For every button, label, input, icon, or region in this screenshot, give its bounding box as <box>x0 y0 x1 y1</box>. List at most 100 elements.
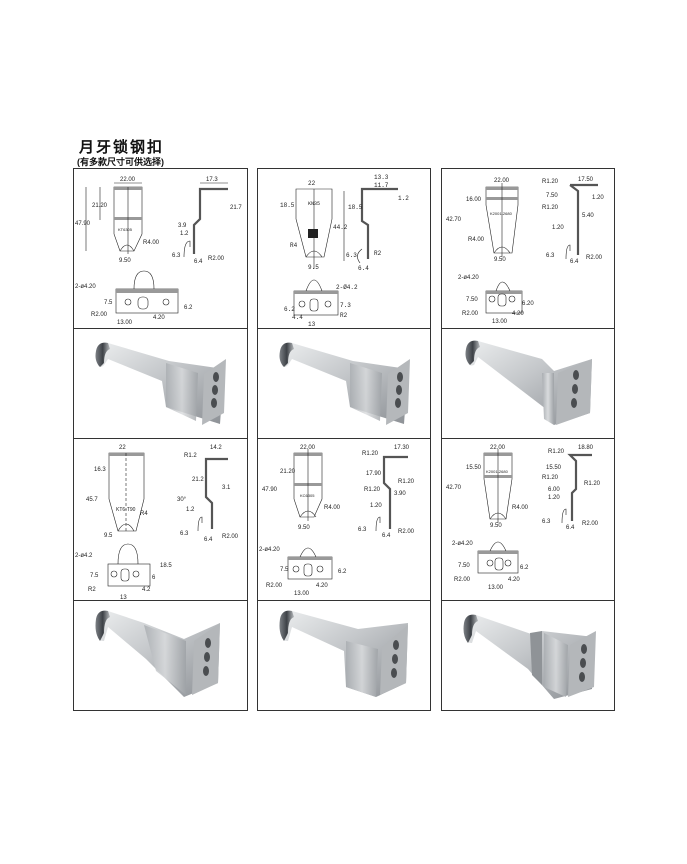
product-photo-3 <box>465 340 592 425</box>
svg-text:6.4: 6.4 <box>382 533 391 539</box>
svg-text:9.5: 9.5 <box>308 264 319 271</box>
svg-text:R4: R4 <box>290 242 298 249</box>
drawing-cell-6: 22.00 15.50 42.70 R4.00 9.50 K2001-2680 … <box>442 439 614 601</box>
svg-text:6.4: 6.4 <box>570 259 579 265</box>
svg-text:7.5: 7.5 <box>104 300 113 306</box>
svg-text:5.40: 5.40 <box>582 213 594 219</box>
svg-text:14.2: 14.2 <box>210 445 222 451</box>
svg-text:R1.20: R1.20 <box>362 451 379 457</box>
svg-text:21.7: 21.7 <box>230 205 242 211</box>
svg-text:47.90: 47.90 <box>262 487 278 493</box>
svg-text:16.3: 16.3 <box>94 467 106 473</box>
svg-text:R2.00: R2.00 <box>582 521 599 527</box>
svg-text:13.00: 13.00 <box>492 319 508 325</box>
svg-text:4.2: 4.2 <box>142 587 151 593</box>
svg-text:42.70: 42.70 <box>446 217 462 223</box>
photo-cell-6 <box>442 601 614 712</box>
svg-text:KC6305: KC6305 <box>300 493 315 498</box>
front-view: 22 16.3 45.7 R4 9.5 KT6-T90 <box>86 445 148 539</box>
drawing-cell-3: 22.00 16.00 42.70 R4.00 9.50 K2001-2680 … <box>442 169 614 329</box>
drawing-cell-4: 22 16.3 45.7 R4 9.5 KT6-T90 R1.2 14.2 21… <box>74 439 247 601</box>
photo-cell-5 <box>258 601 430 712</box>
svg-text:2-ø4.2: 2-ø4.2 <box>75 553 93 559</box>
page-subtitle: (有多款尺寸可供选择) <box>77 157 164 167</box>
hole-view: 2-Ø4.2 7.3 6.2 R2 4.4 13 <box>284 279 358 328</box>
svg-text:2-ø4.20: 2-ø4.20 <box>259 547 280 553</box>
svg-text:1.2: 1.2 <box>398 195 409 202</box>
svg-text:18.5: 18.5 <box>280 202 295 209</box>
side-view: R1.2 14.2 21.2 3.1 30° 1.2 6.3 6.4 R2.00 <box>177 445 239 543</box>
svg-text:K2001-2680: K2001-2680 <box>490 211 513 216</box>
svg-text:6.3: 6.3 <box>346 252 357 259</box>
svg-text:6.2: 6.2 <box>284 306 295 313</box>
svg-text:4.20: 4.20 <box>316 583 328 589</box>
drawing-cell-5: 22.00 21.20 47.90 R4.00 9.50 KC6305 R1.2… <box>258 439 430 601</box>
svg-text:45.7: 45.7 <box>86 497 98 503</box>
svg-text:R2: R2 <box>340 312 348 319</box>
svg-text:R2: R2 <box>88 587 96 593</box>
svg-text:11.7: 11.7 <box>374 182 389 189</box>
svg-text:6.3: 6.3 <box>358 527 367 533</box>
svg-text:R4.00: R4.00 <box>468 237 485 243</box>
svg-text:7.50: 7.50 <box>458 563 470 569</box>
svg-text:2-ø4.20: 2-ø4.20 <box>452 541 473 547</box>
front-view: 22.00 21.20 47.90 R4.00 9.50 KT6305 <box>75 177 160 264</box>
svg-text:21.20: 21.20 <box>92 203 108 209</box>
svg-text:3.90: 3.90 <box>394 491 406 497</box>
hole-view: 2-ø4.20 7.5 6.2 R2.00 13.00 4.20 <box>75 270 193 326</box>
svg-text:22: 22 <box>308 180 316 187</box>
svg-text:R2.00: R2.00 <box>222 534 239 540</box>
svg-text:18.5: 18.5 <box>348 204 363 211</box>
svg-text:21.2: 21.2 <box>192 477 204 483</box>
page-title: 月牙锁钢扣 <box>79 139 165 156</box>
svg-text:22.00: 22.00 <box>494 178 510 184</box>
product-column-1: 22.00 21.20 47.90 R4.00 9.50 KT6305 17.3… <box>73 168 248 711</box>
svg-text:2-Ø4.2: 2-Ø4.2 <box>336 284 358 291</box>
svg-text:R1.20: R1.20 <box>398 479 415 485</box>
product-photo-2 <box>279 342 410 425</box>
svg-text:R2.00: R2.00 <box>266 583 283 589</box>
svg-text:15.50: 15.50 <box>546 465 562 471</box>
svg-text:R1.20: R1.20 <box>542 205 559 211</box>
svg-text:6.00: 6.00 <box>548 487 560 493</box>
product-column-3: 22.00 16.00 42.70 R4.00 9.50 K2001-2680 … <box>441 168 615 711</box>
svg-text:6.3: 6.3 <box>546 253 555 259</box>
front-view: 22.00 21.20 47.90 R4.00 9.50 KC6305 <box>262 445 341 531</box>
svg-text:1.2: 1.2 <box>180 231 189 237</box>
svg-text:17.30: 17.30 <box>394 445 410 451</box>
technical-drawing-6: 22.00 15.50 42.70 R4.00 9.50 K2001-2680 … <box>446 445 601 591</box>
svg-text:1.20: 1.20 <box>592 195 604 201</box>
svg-text:7.3: 7.3 <box>340 302 351 309</box>
svg-text:7.5: 7.5 <box>90 573 99 579</box>
drawing-cell-1: 22.00 21.20 47.90 R4.00 9.50 KT6305 17.3… <box>74 169 247 329</box>
svg-text:2-ø4.20: 2-ø4.20 <box>75 284 96 290</box>
svg-text:6.4: 6.4 <box>204 537 213 543</box>
svg-text:6.4: 6.4 <box>566 525 575 531</box>
drawing-cell-2: 22 18.5 KN35 R4 9.5 13.3 11.7 1.2 18.5 4… <box>258 169 430 329</box>
svg-text:6: 6 <box>152 575 156 581</box>
svg-text:R1.20: R1.20 <box>542 179 559 185</box>
svg-text:R4: R4 <box>140 511 148 517</box>
svg-text:22.00: 22.00 <box>490 445 506 451</box>
svg-text:R4.00: R4.00 <box>143 240 160 246</box>
svg-text:KN35: KN35 <box>308 201 320 207</box>
svg-text:17.90: 17.90 <box>366 471 382 477</box>
svg-text:1.20: 1.20 <box>370 503 382 509</box>
svg-text:16.00: 16.00 <box>466 197 482 203</box>
svg-text:6.20: 6.20 <box>522 301 534 307</box>
svg-text:R2: R2 <box>374 250 382 257</box>
side-view: 13.3 11.7 1.2 18.5 44.2 6.3 6.4 R2 <box>333 174 409 272</box>
svg-text:R1.20: R1.20 <box>364 487 381 493</box>
hole-view: 2-ø4.20 7.50 6.2 R2.00 13.00 4.20 <box>452 541 529 591</box>
product-photo-4 <box>95 610 220 697</box>
svg-text:R1.2: R1.2 <box>184 453 197 459</box>
svg-text:13: 13 <box>308 321 316 328</box>
hole-view: 2-ø4.20 7.50 6.20 R2.00 13.00 4.20 <box>458 275 534 325</box>
side-view: R1.20 17.30 17.90 R1.20 R1.20 3.90 1.20 … <box>358 445 415 539</box>
svg-text:17.50: 17.50 <box>578 177 594 183</box>
svg-text:7.50: 7.50 <box>546 193 558 199</box>
svg-text:22.00: 22.00 <box>300 445 316 451</box>
svg-text:47.90: 47.90 <box>75 221 91 227</box>
svg-text:R1.20: R1.20 <box>548 449 565 455</box>
svg-text:18.80: 18.80 <box>578 445 594 451</box>
